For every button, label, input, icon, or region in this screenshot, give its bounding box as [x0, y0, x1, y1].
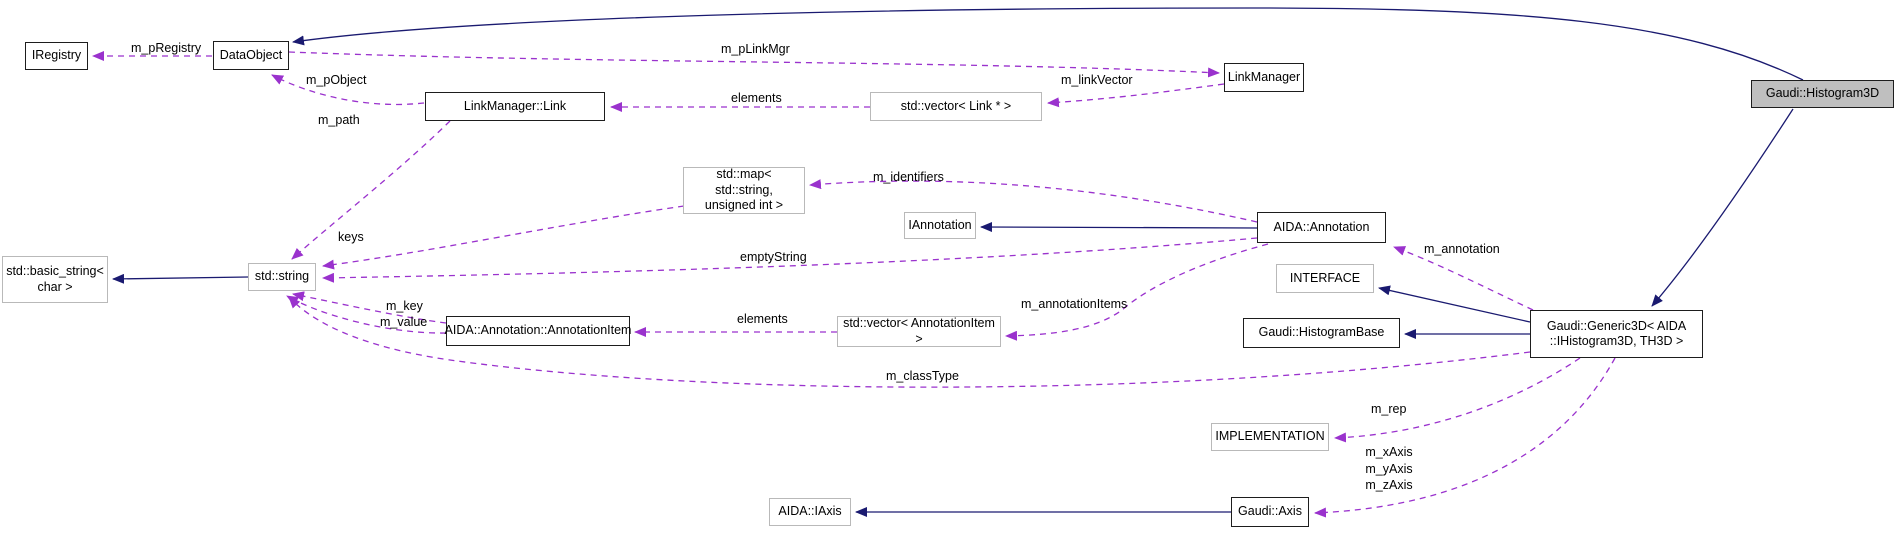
node-annotationitem[interactable]: AIDA::Annotation::AnnotationItem — [445, 316, 631, 346]
node-implementation[interactable]: IMPLEMENTATION — [1211, 423, 1329, 451]
node-std-map[interactable]: std::map< std::string, unsigned int > — [683, 167, 805, 214]
node-iregistry[interactable]: IRegistry — [25, 42, 88, 70]
node-gaudi-axis[interactable]: Gaudi::Axis — [1231, 497, 1309, 527]
edge-label-m-plinkmgr: m_pLinkMgr — [721, 42, 790, 56]
node-std-vector-annotationitem[interactable]: std::vector< AnnotationItem > — [837, 316, 1001, 347]
edge-label-m-identifiers: m_identifiers — [873, 170, 944, 184]
edge-label-m-annotationitems: m_annotationItems — [1021, 297, 1128, 311]
edge-label-m-axes: m_xAxis m_yAxis m_zAxis — [1365, 445, 1413, 492]
edge-label-emptystring: emptyString — [740, 250, 807, 264]
node-interface[interactable]: INTERFACE — [1276, 264, 1374, 293]
node-std-string[interactable]: std::string — [248, 263, 316, 291]
node-iannotation[interactable]: IAnnotation — [904, 212, 976, 239]
node-gaudi-generic3d[interactable]: Gaudi::Generic3D< AIDA ::IHistogram3D, T… — [1530, 310, 1703, 358]
node-std-basic-string[interactable]: std::basic_string< char > — [2, 256, 108, 303]
edge-label-elements-items: elements — [737, 312, 788, 326]
edge-label-m-path: m_path — [318, 113, 360, 127]
node-gaudi-histogram3d[interactable]: Gaudi::Histogram3D — [1751, 80, 1894, 108]
edge-label-m-pregistry: m_pRegistry — [131, 41, 202, 55]
node-linkmanager-link[interactable]: LinkManager::Link — [425, 92, 605, 121]
edge-label-m-key: m_key — [386, 299, 423, 313]
edge-label-m-pobject: m_pObject — [306, 73, 367, 87]
node-std-vector-link[interactable]: std::vector< Link * > — [870, 92, 1042, 121]
edge-label-keys: keys — [338, 230, 364, 244]
node-aida-annotation[interactable]: AIDA::Annotation — [1257, 212, 1386, 243]
node-aida-iaxis[interactable]: AIDA::IAxis — [769, 498, 851, 526]
edge-label-m-classtype: m_classType — [886, 369, 959, 383]
edge-label-elements-links: elements — [731, 91, 782, 105]
node-gaudi-histogrambase[interactable]: Gaudi::HistogramBase — [1243, 318, 1400, 348]
node-linkmanager[interactable]: LinkManager — [1224, 63, 1304, 92]
edge-label-m-rep: m_rep — [1371, 402, 1407, 416]
edge-label-m-value: m_value — [380, 315, 428, 329]
node-dataobject[interactable]: DataObject — [213, 41, 289, 70]
edge-label-m-linkvector: m_linkVector — [1061, 73, 1133, 87]
edge-label-m-annotation: m_annotation — [1424, 242, 1500, 256]
